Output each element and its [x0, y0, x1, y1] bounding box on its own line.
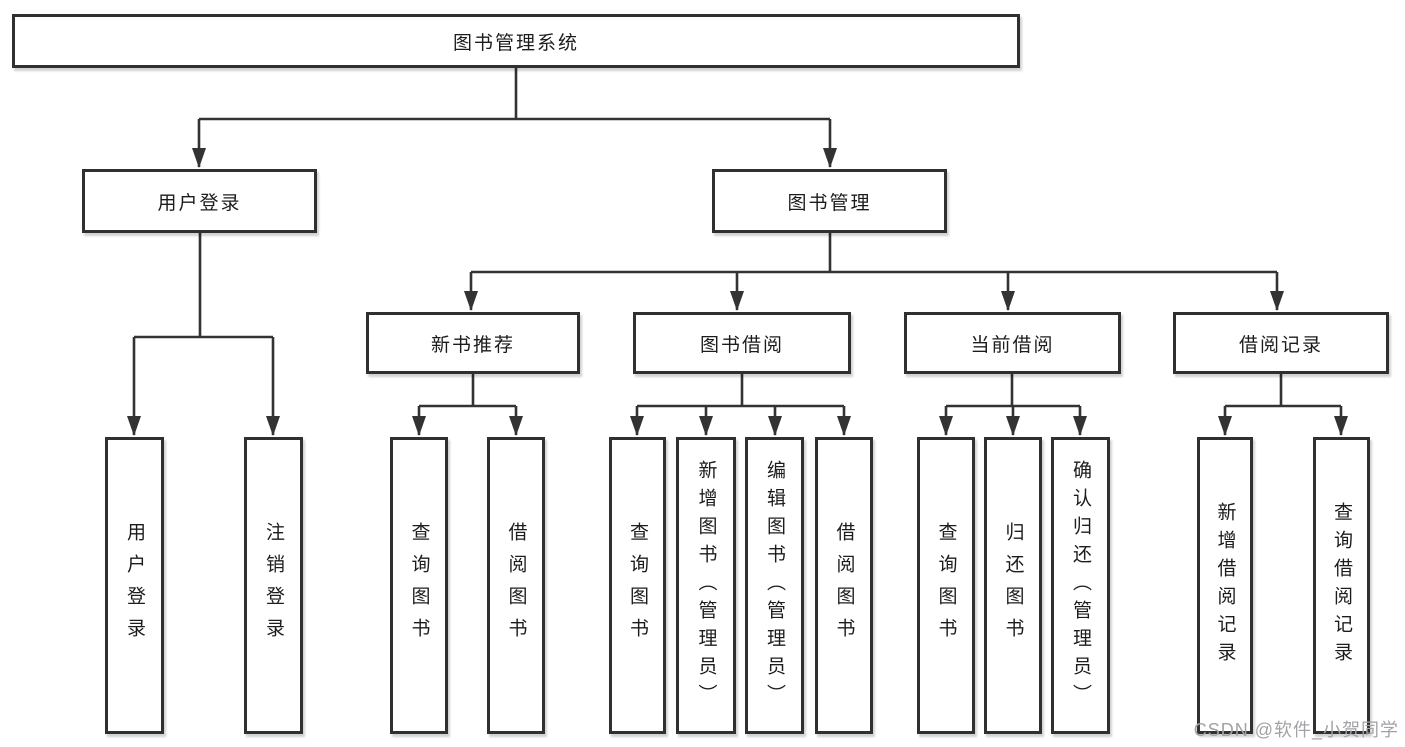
connector-current-borrowing-split	[946, 374, 1080, 408]
leaf-label: 借阅图书	[505, 521, 527, 650]
connector-book-management-split	[471, 233, 1277, 274]
leaf-label: 新增图书（管理员）	[695, 459, 717, 712]
leaf-label: 查询图书	[627, 521, 648, 650]
node-book-borrowing: 图书借阅	[633, 312, 851, 374]
node-label: 用户登录	[157, 192, 242, 214]
leaf-label: 用户登录	[124, 521, 145, 650]
leaf-label: 查询图书	[408, 521, 430, 650]
node-label: 图书管理系统	[452, 32, 579, 54]
node-book-management: 图书管理	[712, 169, 947, 233]
leaf-label: 注销登录	[263, 521, 284, 650]
leaf-add-books-admin: 新增图书（管理员）	[676, 437, 736, 734]
connector-new-book-split	[419, 374, 516, 408]
node-label: 当前借阅	[970, 334, 1055, 356]
csdn-watermark: CSDN @软件_小贺同学	[1193, 720, 1399, 740]
leaf-label: 新增借阅记录	[1214, 501, 1236, 670]
leaf-return-books: 归还图书	[984, 437, 1042, 734]
node-label: 新书推荐	[430, 334, 515, 356]
leaf-user-login: 用户登录	[105, 437, 164, 734]
node-new-book-recommendation: 新书推荐	[366, 312, 580, 374]
leaf-label: 查询借阅记录	[1331, 501, 1352, 670]
leaf-label: 查询图书	[935, 521, 957, 650]
leaf-add-borrow-record: 新增借阅记录	[1197, 437, 1253, 734]
connector-borrowing-records-split	[1225, 374, 1341, 408]
leaf-edit-books-admin: 编辑图书（管理员）	[745, 437, 804, 734]
leaf-query-borrow-record: 查询借阅记录	[1313, 437, 1370, 734]
leaf-borrow-books-1: 借阅图书	[487, 437, 545, 734]
node-label: 图书借阅	[699, 334, 784, 356]
node-label: 借阅记录	[1238, 334, 1323, 356]
connector-user-login-split	[134, 233, 273, 339]
leaf-label: 借阅图书	[833, 521, 855, 650]
leaf-label: 确认归还（管理员）	[1070, 459, 1091, 712]
node-label: 图书管理	[787, 192, 872, 214]
leaf-logout: 注销登录	[244, 437, 303, 734]
leaf-label: 编辑图书（管理员）	[764, 459, 785, 712]
connector-root-split	[199, 68, 830, 121]
leaf-query-books-2: 查询图书	[609, 437, 666, 734]
leaf-query-books-3: 查询图书	[917, 437, 975, 734]
node-borrowing-records: 借阅记录	[1173, 312, 1389, 374]
connector-book-borrowing-split	[637, 374, 844, 408]
leaf-query-books-1: 查询图书	[390, 437, 448, 734]
leaf-label: 归还图书	[1002, 521, 1024, 650]
leaf-borrow-books-2: 借阅图书	[815, 437, 873, 734]
node-library-management-system: 图书管理系统	[12, 14, 1020, 68]
node-user-login: 用户登录	[82, 169, 317, 233]
node-current-borrowing: 当前借阅	[904, 312, 1121, 374]
leaf-confirm-return-admin: 确认归还（管理员）	[1051, 437, 1110, 734]
